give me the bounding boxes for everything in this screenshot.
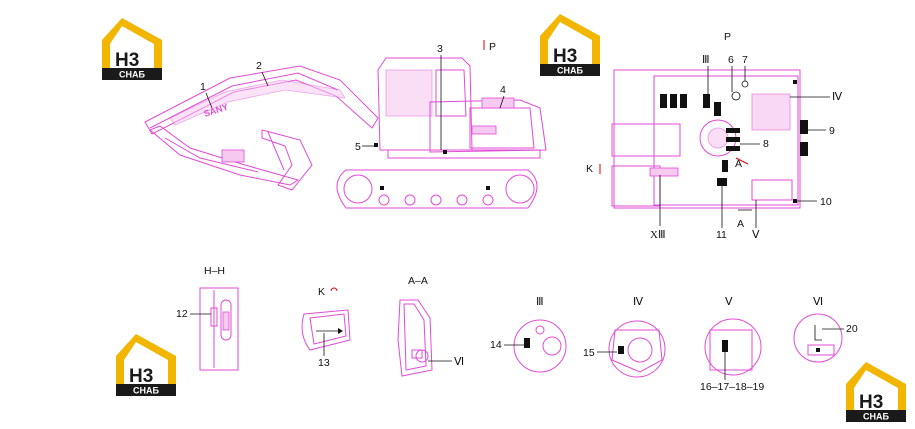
view-label-k-top: K (586, 163, 593, 175)
side-view-labels: 1 2 3 4 5 P (200, 40, 506, 153)
view-label-v-top: Ⅴ (752, 229, 760, 241)
view-label-iv-top: Ⅳ (832, 91, 843, 103)
seq-label-16-19: 16–17–18–19 (700, 381, 764, 393)
warning-plate (221, 149, 245, 163)
part-label-6: 6 (728, 54, 734, 66)
logo-text: СНАБ (863, 412, 889, 422)
part-label-7: 7 (742, 54, 748, 66)
part-label-4: 4 (500, 84, 506, 96)
view-label-iii-top: Ⅲ (702, 54, 710, 66)
part-label-9: 9 (829, 125, 835, 137)
part-label-2: 2 (256, 60, 262, 72)
logo-text: СНАБ (119, 70, 145, 80)
view-label-xiii-top: XⅢ (650, 229, 666, 241)
view-label-p-top: P (724, 31, 731, 43)
part-label-3: 3 (437, 43, 443, 55)
logo-text: СНАБ (133, 386, 159, 396)
excavator-top-view (611, 69, 808, 211)
view-label-p-side: P (489, 41, 496, 53)
top-view-labels: P Ⅲ 6 7 Ⅳ 9 8 K A A 10 XⅢ 11 Ⅴ (586, 31, 843, 241)
logo-mark: H3 (115, 50, 139, 71)
part-label-15: 15 (583, 347, 595, 359)
part-label-5: 5 (355, 141, 361, 153)
view-title-h-h: H–H (204, 265, 225, 277)
view-label-a-upper: A (735, 158, 742, 170)
detail-view-iv: Ⅳ 15 (583, 296, 666, 378)
part-label-10: 10 (820, 196, 832, 208)
view-title-k: K (318, 286, 325, 298)
detail-view-k: K 13 (301, 286, 351, 369)
logo-mark: H3 (129, 366, 153, 387)
part-label-20: 20 (846, 323, 858, 335)
logo-bottom-left: H3 СНАБ (116, 334, 176, 396)
part-label-11: 11 (716, 229, 727, 241)
part-label-14: 14 (490, 339, 502, 351)
part-label-1: 1 (200, 81, 206, 93)
view-title-v: Ⅴ (725, 296, 733, 308)
logo-mark: H3 (553, 46, 577, 67)
detail-view-vi: Ⅵ 20 (793, 296, 858, 363)
logo-top-left: H3 СНАБ (102, 18, 162, 80)
detail-view-a-a: A–A Ⅵ (397, 275, 464, 377)
view-title-vi: Ⅵ (813, 296, 823, 308)
part-label-13: 13 (318, 357, 330, 369)
part-label-12: 12 (176, 308, 188, 320)
part-label-8: 8 (763, 138, 769, 150)
view-title-iv: Ⅳ (633, 296, 644, 308)
detail-view-iii: Ⅲ 14 (490, 296, 567, 373)
view-title-a-a: A–A (408, 275, 428, 287)
view-title-iii: Ⅲ (536, 296, 544, 308)
logo-top-center: H3 СНАБ (540, 14, 600, 76)
detail-view-v: Ⅴ 16–17–18–19 (700, 296, 764, 393)
logo-mark: H3 (859, 392, 883, 413)
detail-view-h-h: H–H 12 (176, 265, 239, 371)
view-label-vi-aa: Ⅵ (454, 356, 464, 368)
excavator-side-view: SANY (144, 57, 547, 209)
logo-bottom-right: H3 СНАБ (846, 362, 906, 422)
view-label-a-lower: A (737, 218, 744, 230)
logo-text: СНАБ (557, 66, 583, 76)
